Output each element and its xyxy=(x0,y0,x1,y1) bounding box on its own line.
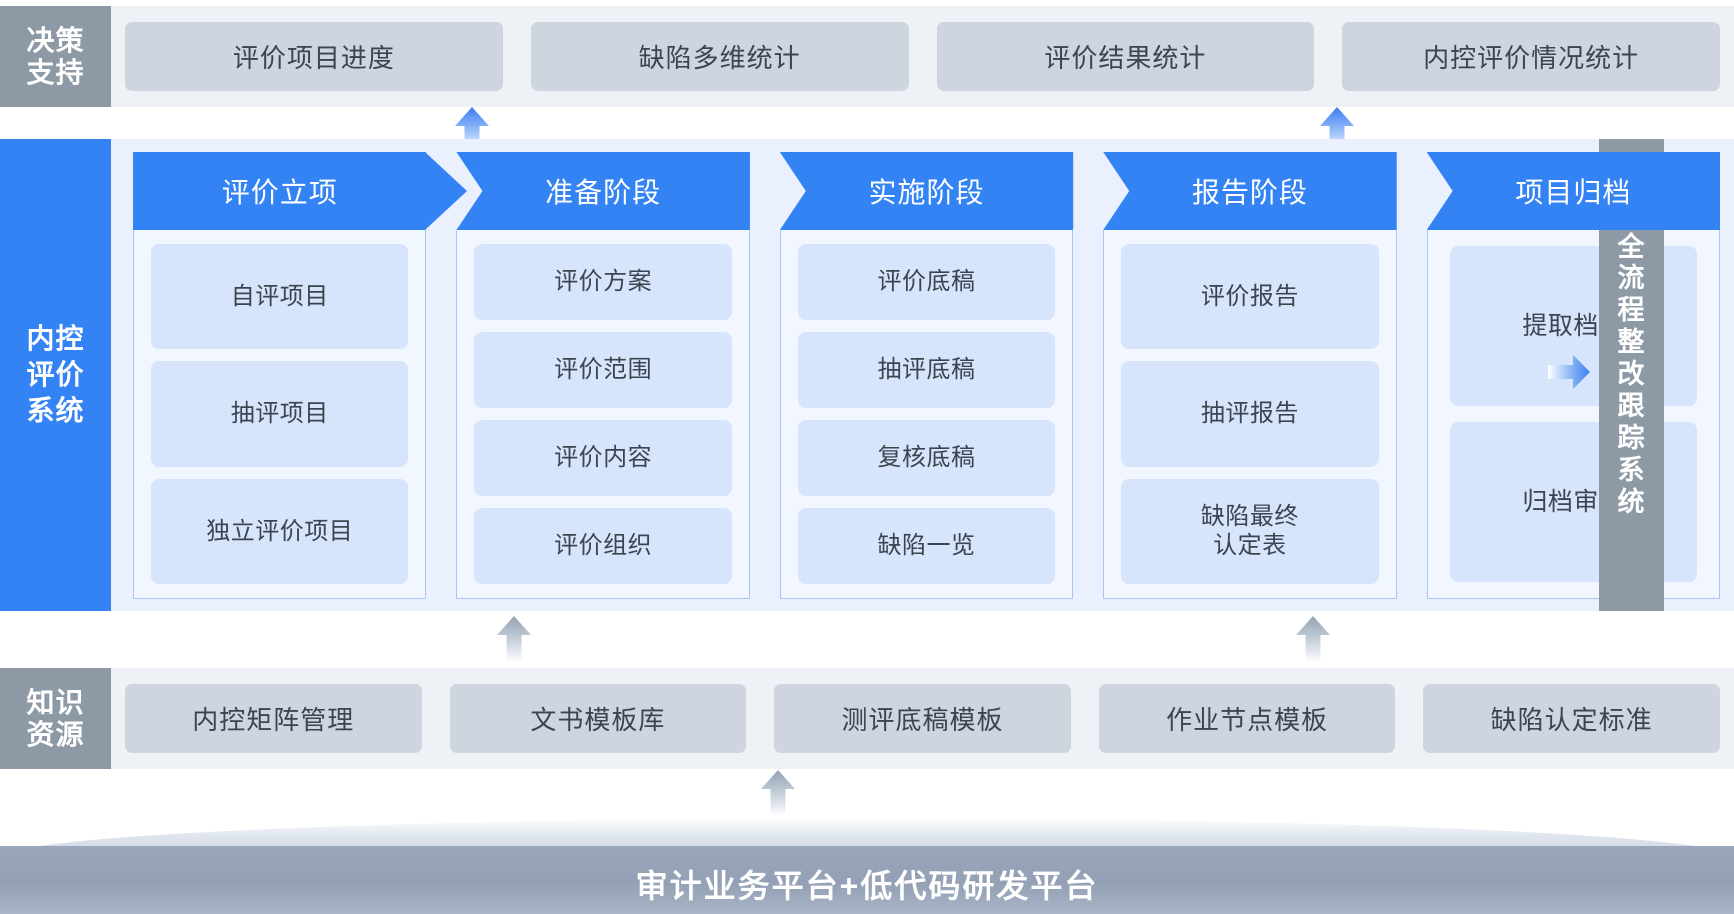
phase-column-project-initiation: 评价立项 自评项目 抽评项目 独立评价项目 xyxy=(133,152,468,599)
decision-support-label: 决策 支持 xyxy=(0,6,111,107)
item-evaluation-working-paper[interactable]: 评价底稿 xyxy=(797,244,1056,320)
phase-header-preparation[interactable]: 准备阶段 xyxy=(456,152,750,230)
knowledge-card-document-template-library[interactable]: 文书模板库 xyxy=(449,684,747,753)
rt-char-6: 跟 xyxy=(1617,390,1646,421)
platform-base: 审计业务平台+低代码研发平台 xyxy=(0,818,1734,914)
phase-header-archiving[interactable]: 项目归档 xyxy=(1426,152,1721,230)
knowledge-card-control-matrix-management[interactable]: 内控矩阵管理 xyxy=(125,684,422,753)
internal-control-system-band: 内控 评价 系统 评价立项 自评项目 抽评项目 独立评价项目 xyxy=(0,139,1734,611)
decision-support-cards: 评价项目进度 缺陷多维统计 评价结果统计 内控评价情况统计 xyxy=(111,6,1734,107)
arrow-up-icon-to-decision-2 xyxy=(1320,107,1354,153)
phase-title: 报告阶段 xyxy=(1191,177,1308,208)
item-review-working-paper[interactable]: 复核底稿 xyxy=(797,420,1056,496)
decision-support-label-line-2: 支持 xyxy=(26,56,85,88)
phase-title: 评价立项 xyxy=(221,177,338,208)
item-evaluation-organization[interactable]: 评价组织 xyxy=(474,508,732,584)
arrow-up-icon-knowledge-2 xyxy=(1296,616,1330,662)
phase-header-implementation[interactable]: 实施阶段 xyxy=(779,152,1074,230)
kr-label-line-1: 知识 xyxy=(26,687,85,719)
platform-body: 审计业务平台+低代码研发平台 xyxy=(0,846,1734,914)
item-evaluation-scope[interactable]: 评价范围 xyxy=(474,332,732,408)
phase-items-project-initiation: 自评项目 抽评项目 独立评价项目 xyxy=(133,230,427,599)
rt-char-7: 踪 xyxy=(1617,422,1646,453)
arrow-up-icon-knowledge-1 xyxy=(497,616,531,662)
phase-title: 项目归档 xyxy=(1515,177,1632,208)
phase-column-preparation: 准备阶段 评价方案 评价范围 评价内容 评价组织 xyxy=(456,152,750,599)
item-evaluation-report[interactable]: 评价报告 xyxy=(1121,244,1379,350)
item-evaluation-plan[interactable]: 评价方案 xyxy=(474,244,732,320)
item-sampling-report[interactable]: 抽评报告 xyxy=(1121,361,1379,467)
decision-card-internal-control-stats[interactable]: 内控评价情况统计 xyxy=(1342,22,1720,91)
platform-label: 审计业务平台+低代码研发平台 xyxy=(635,868,1099,904)
rt-char-8: 系 xyxy=(1617,454,1646,485)
decision-card-result-stats[interactable]: 评价结果统计 xyxy=(936,22,1315,91)
phase-column-reporting: 报告阶段 评价报告 抽评报告 缺陷最终 认定表 xyxy=(1103,152,1397,599)
ic-label-line-1: 内控 xyxy=(26,323,85,355)
phase-header-reporting[interactable]: 报告阶段 xyxy=(1103,152,1397,230)
phase-column-implementation: 实施阶段 评价底稿 抽评底稿 复核底稿 缺陷一览 xyxy=(779,152,1074,599)
item-evaluation-content[interactable]: 评价内容 xyxy=(474,420,732,496)
knowledge-resources-label: 知识 资源 xyxy=(0,668,111,769)
knowledge-resources-band: 知识 资源 内控矩阵管理 文书模板库 测评底稿模板 作业节点模板 缺陷认定标准 xyxy=(0,668,1734,769)
decision-card-defect-multidim-stats[interactable]: 缺陷多维统计 xyxy=(530,22,909,91)
rt-char-3: 程 xyxy=(1617,295,1646,326)
kr-label-line-2: 资源 xyxy=(26,718,85,750)
decision-support-band: 决策 支持 评价项目进度 缺陷多维统计 评价结果统计 内控评价情况统计 xyxy=(0,6,1734,107)
rt-char-1: 全 xyxy=(1617,231,1646,262)
arrow-right-icon-to-rectification-system xyxy=(1548,355,1590,389)
phase-items-preparation: 评价方案 评价范围 评价内容 评价组织 xyxy=(456,230,750,599)
ic-label-line-2: 评价 xyxy=(26,359,85,391)
arrow-up-icon-platform xyxy=(761,770,795,820)
decision-card-project-progress[interactable]: 评价项目进度 xyxy=(125,22,503,91)
phase-title: 准备阶段 xyxy=(545,177,662,208)
knowledge-resources-cards: 内控矩阵管理 文书模板库 测评底稿模板 作业节点模板 缺陷认定标准 xyxy=(111,668,1734,769)
item-defect-list[interactable]: 缺陷一览 xyxy=(797,508,1056,584)
knowledge-card-task-node-template[interactable]: 作业节点模板 xyxy=(1098,684,1396,753)
rt-char-9: 统 xyxy=(1617,486,1646,517)
internal-control-system-label: 内控 评价 系统 xyxy=(0,139,111,611)
rt-char-5: 改 xyxy=(1617,359,1646,390)
item-independent-evaluation-project[interactable]: 独立评价项目 xyxy=(151,478,409,584)
chevron-right-icon xyxy=(425,152,468,230)
phase-title: 实施阶段 xyxy=(868,177,985,208)
ic-label-line-3: 系统 xyxy=(26,394,85,426)
phase-header-project-initiation[interactable]: 评价立项 xyxy=(133,152,468,230)
knowledge-card-assessment-paper-template[interactable]: 测评底稿模板 xyxy=(774,684,1071,753)
decision-support-label-line-1: 决策 xyxy=(26,25,85,57)
knowledge-card-defect-criteria[interactable]: 缺陷认定标准 xyxy=(1423,684,1720,753)
phase-items-reporting: 评价报告 抽评报告 缺陷最终 认定表 xyxy=(1103,230,1397,599)
phase-items-archiving: 提取档案 归档审核 xyxy=(1426,230,1721,599)
item-sampling-working-paper[interactable]: 抽评底稿 xyxy=(797,332,1056,408)
item-self-evaluation-project[interactable]: 自评项目 xyxy=(151,244,409,350)
phase-flow: 评价立项 自评项目 抽评项目 独立评价项目 准备阶段 xyxy=(111,139,1734,611)
arrow-up-icon-to-decision-1 xyxy=(455,107,489,153)
phase-items-implementation: 评价底稿 抽评底稿 复核底稿 缺陷一览 xyxy=(779,230,1074,599)
rt-char-4: 整 xyxy=(1617,327,1646,358)
item-sampling-evaluation-project[interactable]: 抽评项目 xyxy=(151,361,409,467)
item-defect-final-determination-form[interactable]: 缺陷最终 认定表 xyxy=(1121,478,1379,584)
rt-char-2: 流 xyxy=(1617,263,1646,294)
